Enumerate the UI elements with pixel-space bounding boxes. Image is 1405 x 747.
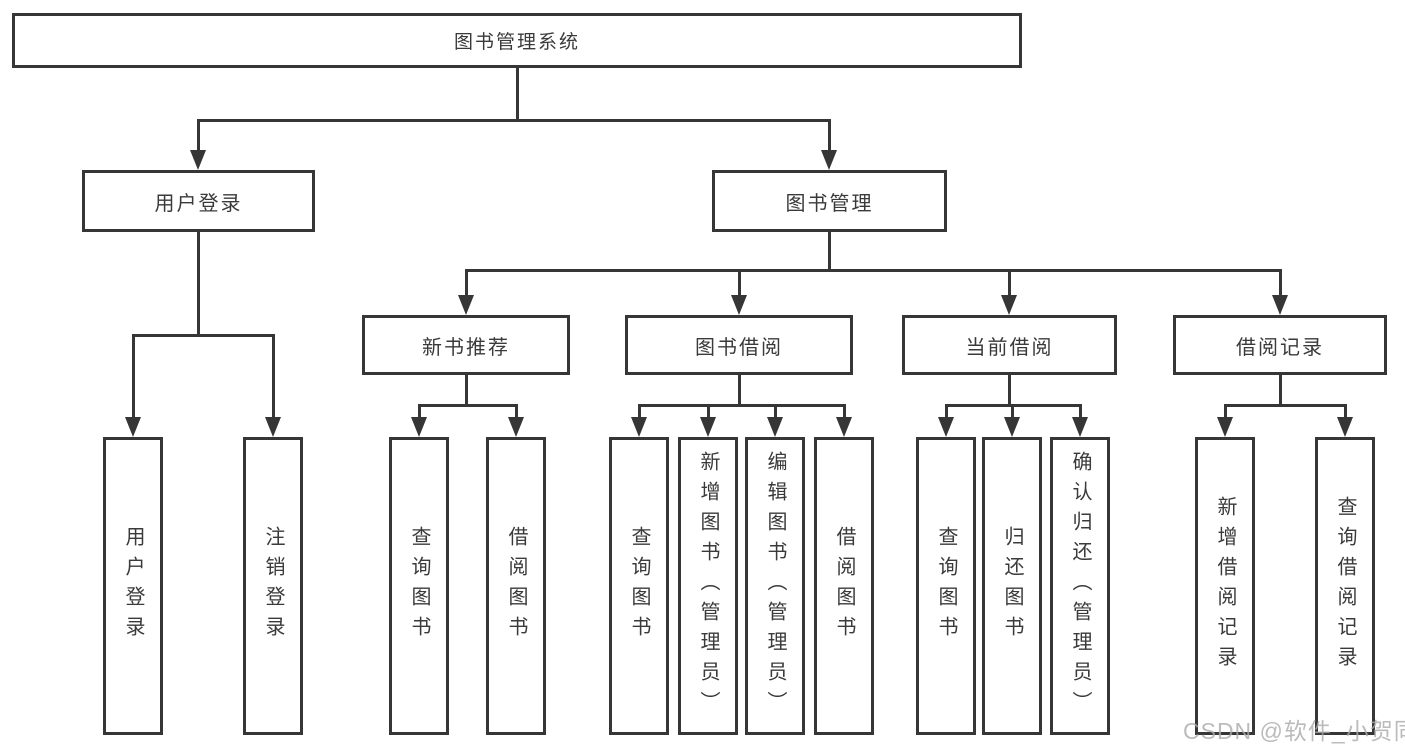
node-borrow-record: 借阅记录 bbox=[1173, 315, 1387, 375]
node-current-borrow: 当前借阅 bbox=[902, 315, 1117, 375]
arrow-down-icon bbox=[1001, 295, 1017, 315]
node-label: 图书借阅 bbox=[695, 336, 783, 359]
node-new-book-recommend: 新书推荐 bbox=[362, 315, 570, 375]
arrow-down-icon bbox=[458, 295, 474, 315]
connector-line bbox=[272, 334, 275, 420]
connector-line bbox=[945, 404, 948, 420]
connector-line bbox=[638, 404, 846, 407]
arrow-down-icon bbox=[631, 417, 647, 437]
connector-line bbox=[774, 404, 777, 420]
leaf-borrow-book: 借阅图书 bbox=[814, 437, 874, 735]
leaf-label: 查询图书 bbox=[935, 526, 957, 646]
csdn-watermark: CSDN @软件_小贺同学 bbox=[1183, 718, 1405, 744]
leaf-query-borrow-record: 查询借阅记录 bbox=[1315, 437, 1375, 735]
connector-line bbox=[1279, 375, 1282, 406]
arrow-down-icon bbox=[190, 150, 206, 170]
leaf-label: 新增图书（管理员） bbox=[697, 451, 719, 721]
leaf-label: 确认归还（管理员） bbox=[1069, 451, 1091, 721]
arrow-down-icon bbox=[1072, 417, 1088, 437]
arrow-down-icon bbox=[700, 417, 716, 437]
node-label: 图书管理 bbox=[785, 192, 874, 215]
leaf-query-book-borrow: 查询图书 bbox=[609, 437, 669, 735]
arrow-down-icon bbox=[767, 417, 783, 437]
arrow-down-icon bbox=[1337, 417, 1353, 437]
node-label: 当前借阅 bbox=[965, 336, 1054, 359]
leaf-label: 查询图书 bbox=[628, 526, 650, 646]
connector-line bbox=[828, 232, 831, 272]
connector-line bbox=[197, 232, 200, 336]
connector-line bbox=[465, 375, 468, 406]
connector-line bbox=[418, 404, 421, 420]
leaf-add-book-admin: 新增图书（管理员） bbox=[678, 437, 738, 735]
arrow-down-icon bbox=[1272, 295, 1288, 315]
leaf-add-borrow-record: 新增借阅记录 bbox=[1195, 437, 1255, 735]
connector-line bbox=[738, 375, 741, 406]
connector-line bbox=[465, 269, 1282, 272]
leaf-label: 注销登录 bbox=[262, 526, 284, 646]
connector-line bbox=[1008, 269, 1011, 298]
connector-line bbox=[418, 404, 518, 407]
arrow-down-icon bbox=[508, 417, 524, 437]
node-book-borrow: 图书借阅 bbox=[625, 315, 853, 375]
leaf-label: 查询图书 bbox=[408, 526, 430, 646]
connector-line bbox=[738, 269, 741, 298]
leaf-label: 编辑图书（管理员） bbox=[764, 451, 786, 721]
connector-line bbox=[1279, 269, 1282, 298]
connector-line bbox=[197, 119, 200, 154]
node-book-management: 图书管理 bbox=[712, 170, 947, 232]
node-user-login: 用户登录 bbox=[82, 170, 315, 232]
leaf-label: 新增借阅记录 bbox=[1214, 496, 1236, 676]
leaf-label: 用户登录 bbox=[122, 526, 144, 646]
leaf-label: 查询借阅记录 bbox=[1334, 496, 1356, 676]
connector-line bbox=[707, 404, 710, 420]
node-label: 图书管理系统 bbox=[453, 32, 580, 53]
connector-line bbox=[1079, 404, 1082, 420]
leaf-query-book-current: 查询图书 bbox=[916, 437, 976, 735]
node-label: 用户登录 bbox=[154, 192, 243, 215]
connector-line bbox=[197, 119, 831, 122]
leaf-label: 借阅图书 bbox=[833, 526, 855, 646]
leaf-query-book-recommend: 查询图书 bbox=[389, 437, 449, 735]
connector-line bbox=[1011, 404, 1014, 420]
arrow-down-icon bbox=[411, 417, 427, 437]
node-library-system: 图书管理系统 bbox=[12, 13, 1022, 68]
arrow-down-icon bbox=[731, 295, 747, 315]
arrow-down-icon bbox=[821, 150, 837, 170]
arrow-down-icon bbox=[938, 417, 954, 437]
connector-line bbox=[843, 404, 846, 420]
connector-line bbox=[515, 404, 518, 420]
leaf-return-book: 归还图书 bbox=[982, 437, 1042, 735]
arrow-down-icon bbox=[1217, 417, 1233, 437]
leaf-user-login: 用户登录 bbox=[103, 437, 163, 735]
leaf-label: 归还图书 bbox=[1001, 526, 1023, 646]
leaf-label: 借阅图书 bbox=[505, 526, 527, 646]
connector-line bbox=[638, 404, 641, 420]
connector-line bbox=[132, 334, 135, 420]
arrow-down-icon bbox=[125, 417, 141, 437]
leaf-borrow-book-recommend: 借阅图书 bbox=[486, 437, 546, 735]
connector-line bbox=[1224, 404, 1346, 407]
connector-line bbox=[1224, 404, 1227, 420]
node-label: 新书推荐 bbox=[422, 336, 510, 359]
leaf-confirm-return-admin: 确认归还（管理员） bbox=[1050, 437, 1110, 735]
arrow-down-icon bbox=[265, 417, 281, 437]
connector-line bbox=[1344, 404, 1347, 420]
leaf-logout: 注销登录 bbox=[243, 437, 303, 735]
connector-line bbox=[132, 334, 275, 337]
connector-line bbox=[465, 269, 468, 298]
arrow-down-icon bbox=[1004, 417, 1020, 437]
connector-line bbox=[828, 119, 831, 154]
arrow-down-icon bbox=[836, 417, 852, 437]
connector-line bbox=[516, 68, 519, 120]
connector-line bbox=[1008, 375, 1011, 406]
leaf-edit-book-admin: 编辑图书（管理员） bbox=[745, 437, 805, 735]
node-label: 借阅记录 bbox=[1236, 336, 1324, 359]
